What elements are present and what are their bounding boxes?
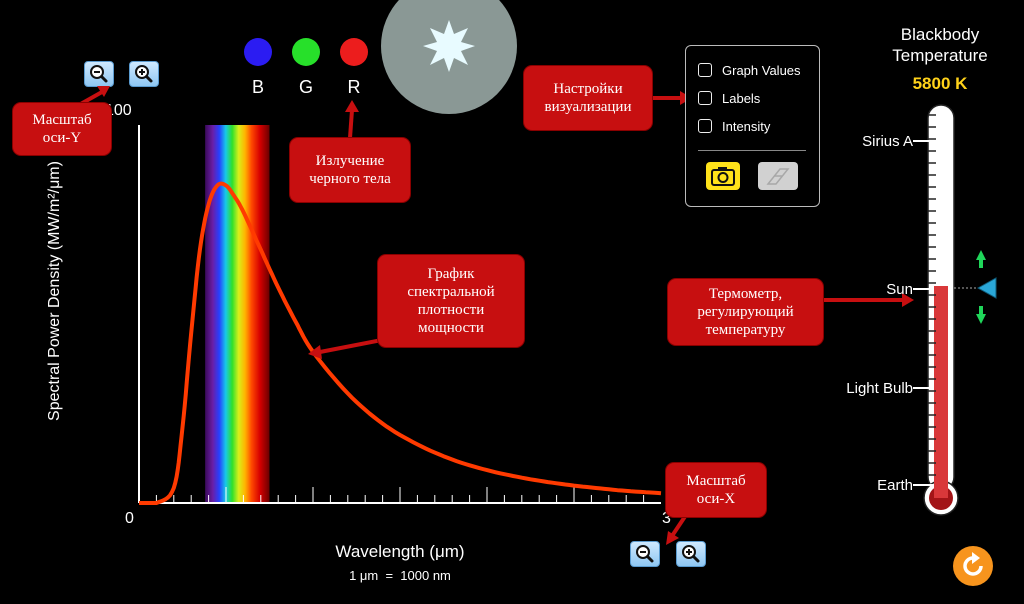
x-zoom-out-button[interactable] (630, 541, 660, 567)
x-max-label: 3 (662, 510, 671, 527)
callout-text: оси-X (696, 491, 736, 507)
blue-dot (244, 38, 272, 66)
zoom-out-icon (636, 545, 654, 563)
thermometer-title-line1: Blackbody (900, 25, 980, 44)
callout-radiation: Излучение черного тела (290, 138, 410, 202)
zoom-in-icon (682, 545, 700, 563)
x-zoom-in-button[interactable] (676, 541, 706, 567)
graph-values-label: Graph Values (722, 62, 801, 78)
reset-button[interactable] (953, 546, 993, 586)
callout-text: регулирующий (697, 304, 794, 320)
x-axis-label: Wavelength (μm) (335, 542, 465, 561)
clear-snapshots-button[interactable] (758, 162, 798, 190)
callout-thermometer: Термометр, регулирующий температуру (668, 279, 823, 345)
x-unit-note: 1 μm = 1000 nm (349, 568, 451, 583)
temperature-value: 5800 K (912, 74, 968, 93)
x-ticks (155, 487, 645, 503)
visible-spectrum-band (205, 125, 270, 503)
intensity-checkbox[interactable] (698, 119, 712, 133)
y-zoom-in-button[interactable] (129, 61, 159, 87)
temperature-slider-handle (976, 277, 997, 299)
thermometer-title: Blackbody Temperature (860, 24, 1020, 66)
y-max-label: 100 (105, 102, 132, 119)
zoom-out-icon (90, 65, 108, 83)
callout-text: Термометр, (708, 286, 783, 302)
callout-text: черного тела (309, 171, 391, 187)
camera-icon (711, 167, 735, 186)
mark-bulb: Light Bulb (846, 380, 913, 397)
red-label: R (347, 77, 361, 97)
callout-graph: График спектральной плотности мощности (378, 255, 524, 347)
reset-icon (963, 552, 983, 576)
spectral-curve (138, 181, 662, 505)
callout-text: мощности (418, 320, 484, 336)
callout-y-scale: Масштаб оси-Y (13, 103, 111, 155)
star-glow (381, 0, 517, 114)
green-label: G (298, 77, 313, 97)
graph-values-option[interactable]: Graph Values (698, 59, 801, 81)
callout-text: плотности (417, 302, 485, 318)
callout-text: Масштаб (32, 112, 92, 128)
x-min-label: 0 (125, 510, 134, 527)
options-panel: Graph Values Labels Intensity (685, 45, 820, 207)
callout-x-scale: Масштаб оси-X (666, 463, 766, 517)
green-dot (292, 38, 320, 66)
callout-text: Масштаб (686, 473, 746, 489)
blue-label: B (251, 77, 264, 97)
callout-text: визуализации (544, 99, 632, 115)
up-arrow-icon (976, 250, 986, 268)
graph-values-checkbox[interactable] (698, 63, 712, 77)
labels-option[interactable]: Labels (698, 87, 760, 109)
divider (698, 150, 806, 151)
eraser-icon (766, 168, 790, 185)
callout-text: Излучение (315, 153, 385, 169)
labels-label: Labels (722, 90, 761, 106)
callout-text: температуру (705, 322, 786, 338)
zoom-in-icon (135, 65, 153, 83)
intensity-option[interactable]: Intensity (698, 115, 770, 137)
mark-sun: Sun (886, 281, 913, 298)
mark-earth: Earth (877, 477, 913, 494)
down-arrow-icon (976, 306, 986, 324)
star-icon (423, 20, 475, 72)
thermometer-title-line2: Temperature (892, 46, 988, 65)
thermometer[interactable] (900, 100, 1010, 520)
callout-text: спектральной (407, 284, 495, 300)
mark-sirius: Sirius A (862, 133, 913, 150)
y-axis-label: Spectral Power Density (MW/m²/μm) (46, 161, 63, 421)
callout-settings: Настройки визуализации (524, 66, 652, 130)
y-zoom-out-button[interactable] (84, 61, 114, 87)
callout-text: оси-Y (42, 130, 82, 146)
labels-checkbox[interactable] (698, 91, 712, 105)
callout-text: Настройки (553, 81, 623, 97)
callout-text: График (427, 266, 475, 282)
snapshot-button[interactable] (706, 162, 740, 190)
red-dot (340, 38, 368, 66)
intensity-label: Intensity (722, 118, 771, 134)
